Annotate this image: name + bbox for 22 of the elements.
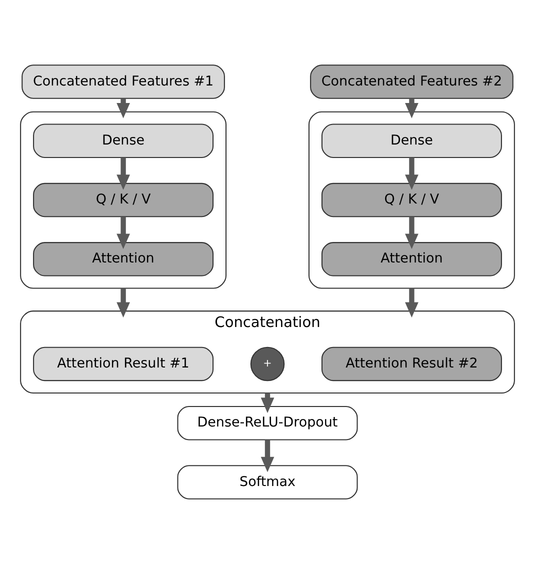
node-box: Dense-ReLU-Dropout: [177, 406, 358, 440]
node-box: Attention Result #1: [33, 346, 214, 382]
node-box: Dense: [33, 124, 214, 158]
node-box: Attention Result #2: [321, 346, 502, 382]
node-box: Attention: [321, 242, 502, 276]
node-box: Q / K / V: [33, 182, 214, 218]
node-box: Concatenated Features #1: [22, 64, 225, 99]
arrow: [405, 288, 418, 318]
arrow: [116, 288, 130, 318]
cluster: [20, 111, 227, 289]
arrow: [405, 158, 418, 190]
cluster: [308, 111, 515, 289]
arrow: [260, 440, 274, 472]
node-box: Concatenated Features #2: [310, 64, 514, 99]
node-circle: +: [250, 346, 285, 382]
arrow: [116, 158, 130, 190]
node-box: Dense: [321, 124, 502, 158]
node-box: Softmax: [177, 465, 358, 500]
arrow: [116, 216, 130, 250]
node-box: Attention: [33, 242, 214, 276]
arrow: [405, 216, 418, 250]
node-box: Q / K / V: [321, 182, 502, 218]
